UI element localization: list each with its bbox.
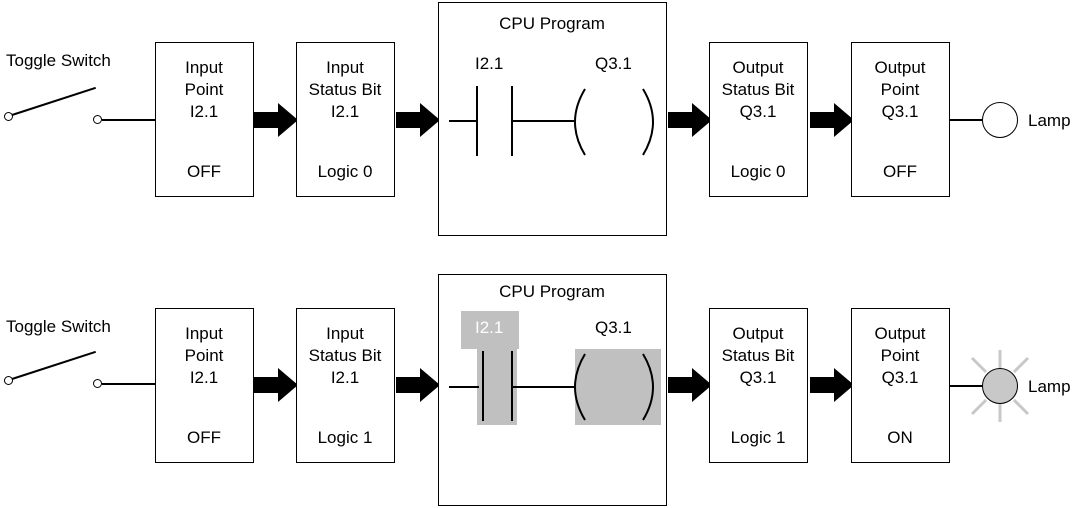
toggle-switch-label: Toggle Switch	[6, 317, 111, 336]
output-status-address: Q3.1	[739, 102, 777, 121]
switch-terminal-left	[4, 112, 13, 121]
output-status-title: Output	[732, 324, 784, 343]
input-point-state: OFF	[187, 428, 221, 447]
output-status-state: Logic 1	[730, 428, 786, 447]
lamp-wire	[950, 119, 983, 121]
input-point-box: Input Point I2.1 OFF	[155, 42, 254, 197]
diagram-row-on: Toggle Switch Input Point I2.1 OFF Input…	[0, 274, 1086, 508]
flow-arrow	[396, 368, 440, 402]
output-status-box: Output Status Bit Q3.1 Logic 0	[709, 42, 808, 197]
coil-label: Q3.1	[595, 54, 632, 73]
rung-wire-left	[449, 120, 477, 122]
output-status-subtitle: Status Bit	[721, 346, 795, 365]
lamp-label: Lamp	[1028, 377, 1071, 396]
rung-wire-mid	[512, 386, 574, 388]
contact-left-bar	[476, 86, 478, 156]
cpu-program-box: CPU Program I2.1 Q3.1	[438, 2, 667, 236]
input-status-title: Input	[326, 58, 364, 77]
switch-terminal-right	[93, 115, 102, 124]
switch-lever	[11, 86, 97, 116]
input-point-address: I2.1	[189, 102, 219, 121]
contact-highlight	[461, 311, 519, 349]
flow-arrow	[668, 368, 712, 402]
output-point-address: Q3.1	[881, 368, 919, 387]
output-point-address: Q3.1	[881, 102, 919, 121]
cpu-program-title: CPU Program	[499, 14, 605, 33]
input-point-subtitle: Point	[184, 346, 224, 365]
input-point-title: Input	[185, 58, 223, 77]
output-point-title: Output	[874, 324, 926, 343]
lamp-wire	[950, 385, 983, 387]
contact-left-bar	[482, 351, 484, 421]
output-point-state: OFF	[883, 162, 917, 181]
flow-arrow	[396, 103, 440, 137]
input-status-title: Input	[326, 324, 364, 343]
input-status-box: Input Status Bit I2.1 Logic 0	[296, 42, 395, 197]
coil-label: Q3.1	[595, 318, 632, 337]
diagram-row-off: Toggle Switch Input Point I2.1 OFF Input…	[0, 0, 1086, 250]
input-status-subtitle: Status Bit	[308, 346, 382, 365]
output-point-subtitle: Point	[880, 346, 920, 365]
lamp-icon	[982, 368, 1018, 404]
cpu-program-box: CPU Program I2.1 Q3.1	[438, 274, 667, 506]
output-status-subtitle: Status Bit	[721, 80, 795, 99]
switch-terminal-left	[4, 376, 13, 385]
input-point-subtitle: Point	[184, 80, 224, 99]
cpu-program-title: CPU Program	[499, 282, 605, 301]
input-status-address: I2.1	[330, 102, 360, 121]
input-status-state: Logic 1	[317, 428, 373, 447]
contact-label: I2.1	[475, 318, 504, 337]
output-point-title: Output	[874, 58, 926, 77]
flow-arrow	[254, 368, 298, 402]
flow-arrow	[810, 368, 854, 402]
output-point-state: ON	[887, 428, 913, 447]
flow-arrow	[668, 103, 712, 137]
input-status-state: Logic 0	[317, 162, 373, 181]
coil-symbol	[574, 353, 654, 421]
contact-label: I2.1	[475, 54, 504, 73]
input-point-box: Input Point I2.1 OFF	[155, 308, 254, 463]
flow-arrow	[810, 103, 854, 137]
input-point-address: I2.1	[189, 368, 219, 387]
switch-lever	[11, 350, 97, 380]
output-status-title: Output	[732, 58, 784, 77]
output-status-box: Output Status Bit Q3.1 Logic 1	[709, 308, 808, 463]
coil-symbol	[574, 88, 654, 156]
input-status-address: I2.1	[330, 368, 360, 387]
flow-arrow	[254, 103, 298, 137]
input-status-subtitle: Status Bit	[308, 80, 382, 99]
input-point-state: OFF	[187, 162, 221, 181]
lamp-label: Lamp	[1028, 111, 1071, 130]
rung-wire-mid	[512, 120, 574, 122]
output-point-box: Output Point Q3.1 OFF	[851, 42, 950, 197]
output-point-box: Output Point Q3.1 ON	[851, 308, 950, 463]
output-status-address: Q3.1	[739, 368, 777, 387]
output-point-subtitle: Point	[880, 80, 920, 99]
toggle-switch-label: Toggle Switch	[6, 51, 111, 70]
lamp-rays-icon	[970, 350, 1030, 422]
input-status-box: Input Status Bit I2.1 Logic 1	[296, 308, 395, 463]
switch-wire	[102, 383, 156, 385]
rung-wire-left	[449, 386, 479, 388]
switch-wire	[102, 119, 156, 121]
input-point-title: Input	[185, 324, 223, 343]
lamp-icon	[982, 102, 1018, 138]
switch-terminal-right	[93, 379, 102, 388]
output-status-state: Logic 0	[730, 162, 786, 181]
